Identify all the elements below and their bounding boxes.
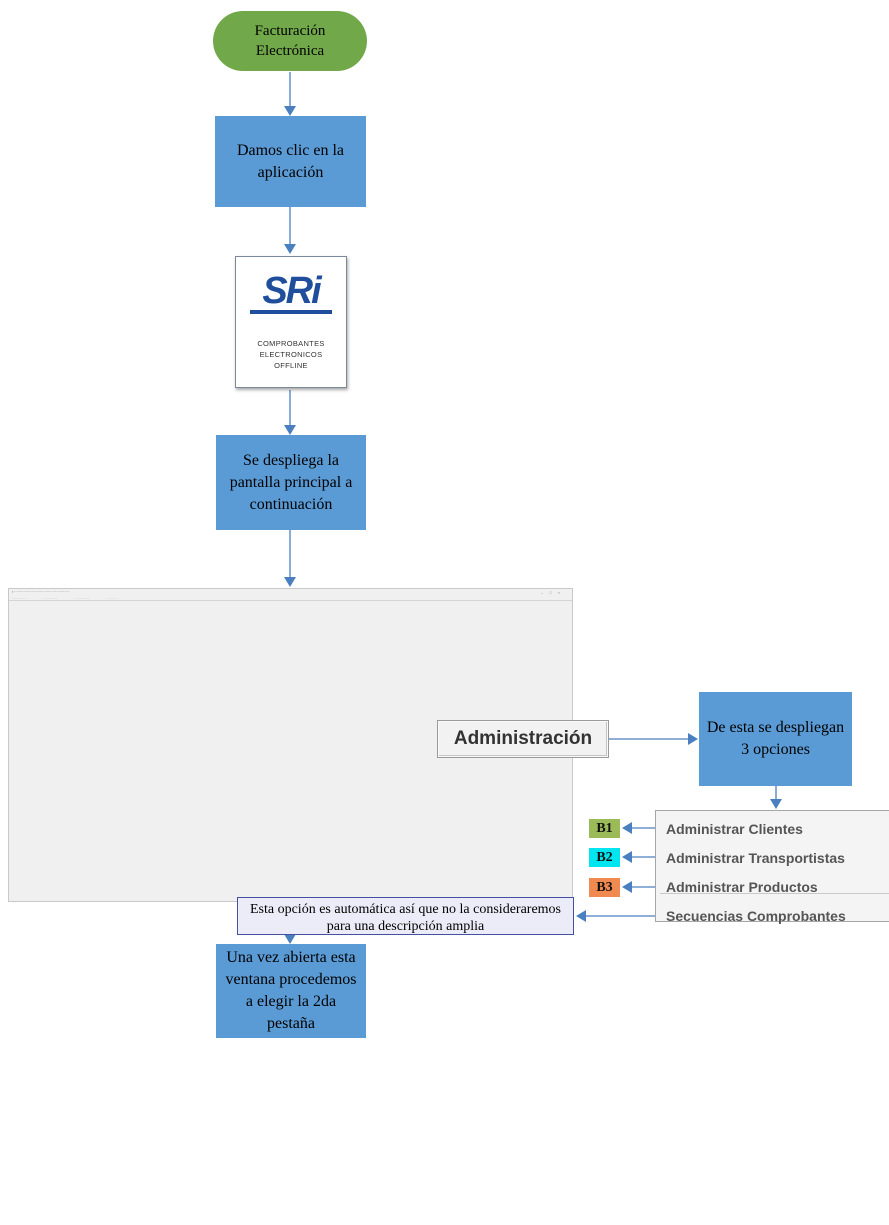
arrow-b3 [622,881,655,893]
step-three-options-label: De esta se despliegan 3 opciones [706,719,845,758]
automatic-option-note: Esta opción es automática así que no la … [237,897,574,935]
menu-item-secuencias-comprobantes[interactable]: Secuencias Comprobantes [666,908,846,924]
arrow-b1 [622,822,655,834]
arrow-step1-to-icon [284,207,296,254]
sri-caption-line2: ELECTRONICOS [259,350,323,359]
app-menu-item: ·········· [107,596,117,600]
step-click-application: Damos clic en la aplicación [215,116,366,207]
administracion-dropdown: Administrar Clientes Administrar Transpo… [655,810,889,924]
arrow-b2 [622,851,655,863]
app-menu-item: ··············· [75,596,90,600]
menu-item-administrar-transportistas[interactable]: Administrar Transportistas [666,850,845,866]
arrow-step2-to-window [284,530,296,587]
tag-b3: B3 [589,878,620,897]
sri-logo-underline [250,310,332,314]
arrow-note [576,910,655,922]
app-menu-item: ··············· [43,596,58,600]
app-menu-item: ··············· [12,596,27,600]
menu-item-administrar-clientes[interactable]: Administrar Clientes [666,821,803,837]
sri-logo: SRi [262,270,321,312]
step-main-screen: Se despliega la pantalla principal a con… [216,435,366,530]
step-main-screen-label: Se despliega la pantalla principal a con… [229,451,353,513]
sri-app-icon[interactable]: SRi COMPROBANTES ELECTRONICOS OFFLINE [235,256,347,388]
step-second-tab: Una vez abierta esta ventana procedemos … [216,944,366,1038]
start-node: Facturación Electrónica [213,11,367,71]
arrow-icon-to-step2 [284,390,296,435]
step-second-tab-label: Una vez abierta esta ventana procedemos … [225,949,357,1032]
app-menu-bar: ··············· ··············· ········… [9,596,572,601]
step-click-application-label: Damos clic en la aplicación [236,141,345,181]
sri-caption-line3: OFFLINE [274,361,308,370]
step-three-options: De esta se despliegan 3 opciones [699,692,852,786]
tag-b1: B1 [589,819,620,838]
arrow-step4-to-menu [770,786,782,809]
arrow-start-to-step1 [284,72,296,116]
app-window-title: ▪ ······································… [12,590,69,594]
administracion-tab-label: Administración [453,728,593,749]
arrow-admin-to-step4 [609,733,698,745]
window-controls: –□× [541,590,566,595]
administracion-tab[interactable]: Administración [437,720,609,758]
start-label: Facturación Electrónica [254,23,326,59]
tag-b2: B2 [589,848,620,867]
sri-caption-line1: COMPROBANTES [257,339,325,348]
menu-separator [660,893,889,894]
menu-item-administrar-productos[interactable]: Administrar Productos [666,879,818,895]
sri-caption: COMPROBANTES ELECTRONICOS OFFLINE [257,338,324,371]
